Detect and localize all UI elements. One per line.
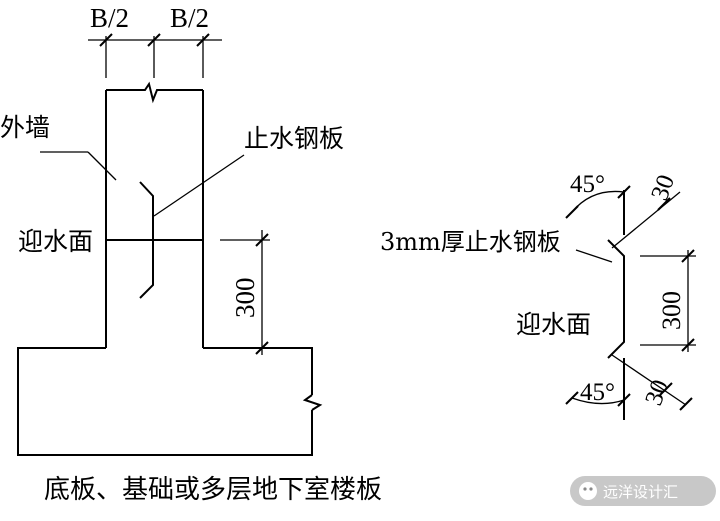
waterstop-leader [153,154,245,217]
angle-arc-top [565,185,631,219]
watermark-text: 远洋设计汇 [603,483,678,501]
offset-dimension-bottom [611,354,693,411]
dim-half-right: B/2 [170,3,209,33]
plate-leader [575,249,613,263]
wall-section [17,81,323,456]
angle-arc-bottom [565,391,631,407]
dim-half-left: B/2 [90,3,129,33]
angle-top: 45° [570,171,605,198]
caption: 底板、基础或多层地下室楼板 [44,475,382,505]
dim-height-left: 300 [230,278,260,319]
dim-offset-bottom: 30 [640,376,674,409]
height-dimension-left [220,230,270,355]
steel-plate-profile [607,190,625,420]
height-dimension-right [640,249,696,352]
label-waterstop: 止水钢板 [244,124,344,153]
dim-offset-top: 30 [646,171,680,204]
label-water-face-left: 迎水面 [18,227,93,256]
width-dimension [88,33,222,78]
offset-dimension-top [611,191,681,249]
label-water-face-right: 迎水面 [516,310,591,339]
label-plate: 3mm厚止水钢板 [380,228,561,256]
label-outer-wall: 外墙 [0,113,50,142]
dim-height-right: 300 [657,291,686,330]
watermark: 远洋设计汇 [570,476,716,506]
wechat-icon [579,482,597,500]
angle-bottom: 45° [580,379,615,406]
